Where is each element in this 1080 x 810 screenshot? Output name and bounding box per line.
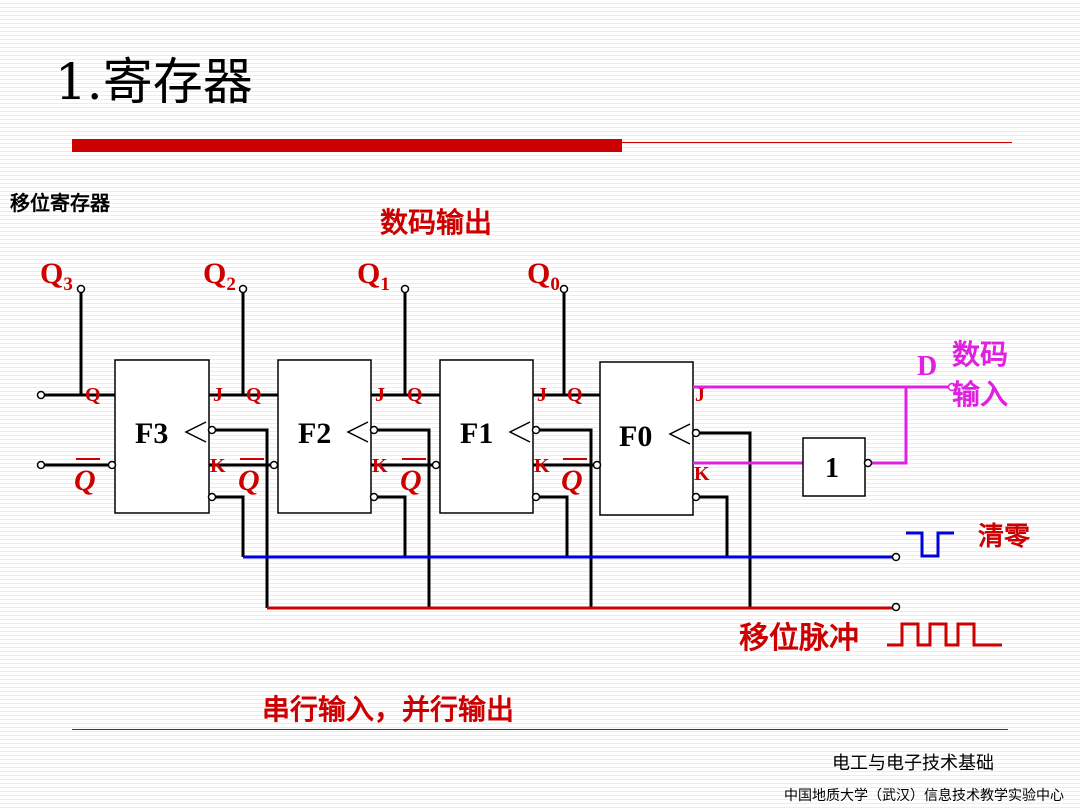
- clear-label: 清零: [978, 522, 1031, 552]
- data-input-d: D: [917, 351, 937, 382]
- f2-q-pin-label: Q: [246, 384, 262, 406]
- data-input-label-1: 数码: [952, 338, 1008, 371]
- inverter-box: [802, 437, 866, 497]
- f1-k-pin-label: K: [534, 455, 550, 477]
- title-underline-thin: [622, 142, 1012, 143]
- ff-f0-name: F0: [619, 420, 652, 453]
- f0-q-pin-label: Q: [567, 384, 583, 406]
- f2-k-pin-label: K: [372, 455, 388, 477]
- f3-k-pin-label: K: [210, 455, 226, 477]
- f3-side-terminals: [36, 390, 46, 470]
- slide-subtitle: 移位寄存器: [10, 191, 110, 215]
- shift-pulse-label: 移位脉冲: [739, 621, 859, 656]
- shift-pulse-waveform-icon: [887, 622, 1002, 647]
- stage-wires: [44, 393, 752, 608]
- ff-f1-name: F1: [460, 417, 493, 450]
- title-underline-thick: [72, 139, 622, 152]
- ff-f3-name: F3: [135, 417, 168, 450]
- f0-j-pin-label: J: [695, 384, 705, 406]
- clear-pulse-icon: [906, 531, 954, 558]
- ff-bubbles: [107, 425, 701, 502]
- q2-label: Q2: [203, 257, 236, 295]
- slide-title: 1.寄存器: [55, 53, 253, 111]
- data-input-terminal: [947, 382, 957, 392]
- f1-j-pin-label: J: [537, 384, 547, 406]
- footer-organization: 中国地质大学（武汉）信息技术教学实验中心: [784, 788, 1064, 804]
- operation-mode-label: 串行输入，并行输出: [262, 693, 515, 726]
- inverter-label: 1: [825, 453, 839, 484]
- footer-course: 电工与电子技术基础: [832, 753, 994, 774]
- q-output-wires: [79, 291, 566, 395]
- ff-f2-name: F2: [298, 417, 331, 450]
- q0-label: Q0: [527, 257, 560, 295]
- data-input-wires: [693, 385, 950, 465]
- data-output-label: 数码输出: [380, 206, 492, 239]
- f0-qbar-label: Q: [561, 464, 583, 497]
- f3-j-pin-label: J: [213, 384, 223, 406]
- f1-q-pin-label: Q: [407, 384, 423, 406]
- q1-label: Q1: [357, 257, 390, 295]
- clear-terminal: [891, 552, 901, 562]
- f3-q-pin-label: Q: [85, 384, 101, 406]
- q-output-terminals: [76, 284, 569, 294]
- f3-qbar-label: Q: [74, 464, 96, 497]
- inverter-bubble: [863, 458, 873, 468]
- f2-qbar-label: Q: [238, 464, 260, 497]
- data-input-label-2: 输入: [952, 378, 1008, 411]
- q3-label: Q3: [40, 257, 73, 295]
- f1-qbar-label: Q: [400, 464, 422, 497]
- f0-k-pin-label: K: [694, 463, 710, 485]
- clock-triangles: [184, 421, 691, 445]
- shift-pulse-terminal: [891, 602, 901, 612]
- f2-j-pin-label: J: [375, 384, 385, 406]
- footer-divider: [72, 729, 1008, 730]
